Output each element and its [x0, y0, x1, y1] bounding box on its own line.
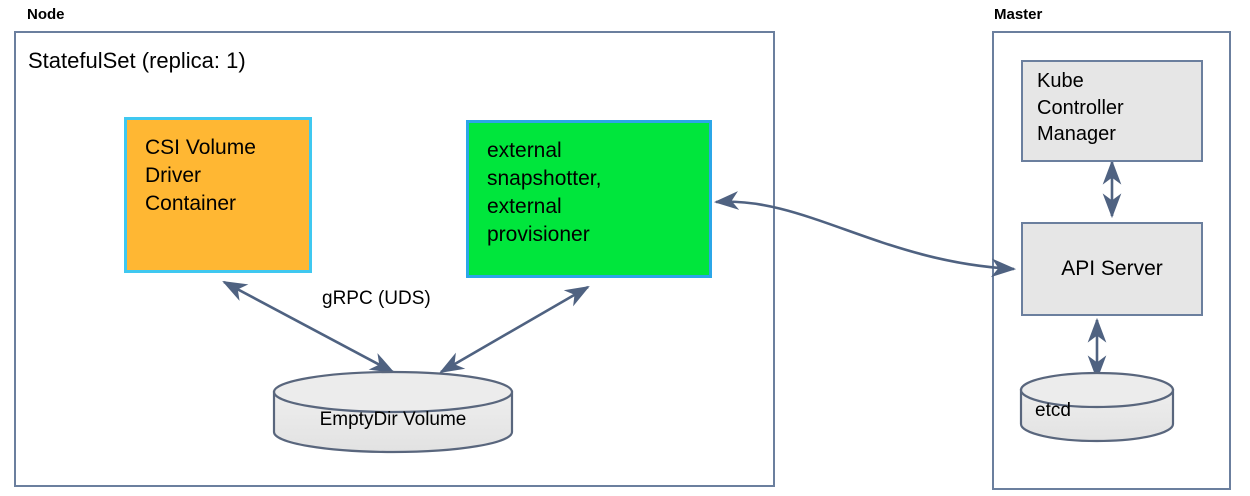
etcd-label: etcd [1035, 400, 1071, 421]
csi-volume-driver-container-label: CSI Volume Driver Container [145, 136, 256, 215]
kube-controller-manager-label: Kube Controller Manager [1037, 70, 1124, 146]
external-snapshotter-provisioner-box[interactable]: external snapshotter, external provision… [466, 120, 712, 278]
csi-volume-driver-container-box[interactable]: CSI Volume Driver Container [124, 117, 312, 273]
api-server-label: API Server [1061, 257, 1163, 281]
grpc-uds-edge-label: gRPC (UDS) [322, 288, 431, 309]
kube-controller-manager-box[interactable]: Kube Controller Manager [1021, 60, 1203, 162]
statefulset-title: StatefulSet (replica: 1) [28, 48, 246, 73]
api-server-box[interactable]: API Server [1021, 222, 1203, 316]
master-zone-label: Master [994, 6, 1043, 23]
external-snapshotter-provisioner-label: external snapshotter, external provision… [487, 139, 602, 246]
emptydir-volume-label: EmptyDir Volume [319, 409, 467, 430]
node-zone-label: Node [27, 6, 65, 23]
